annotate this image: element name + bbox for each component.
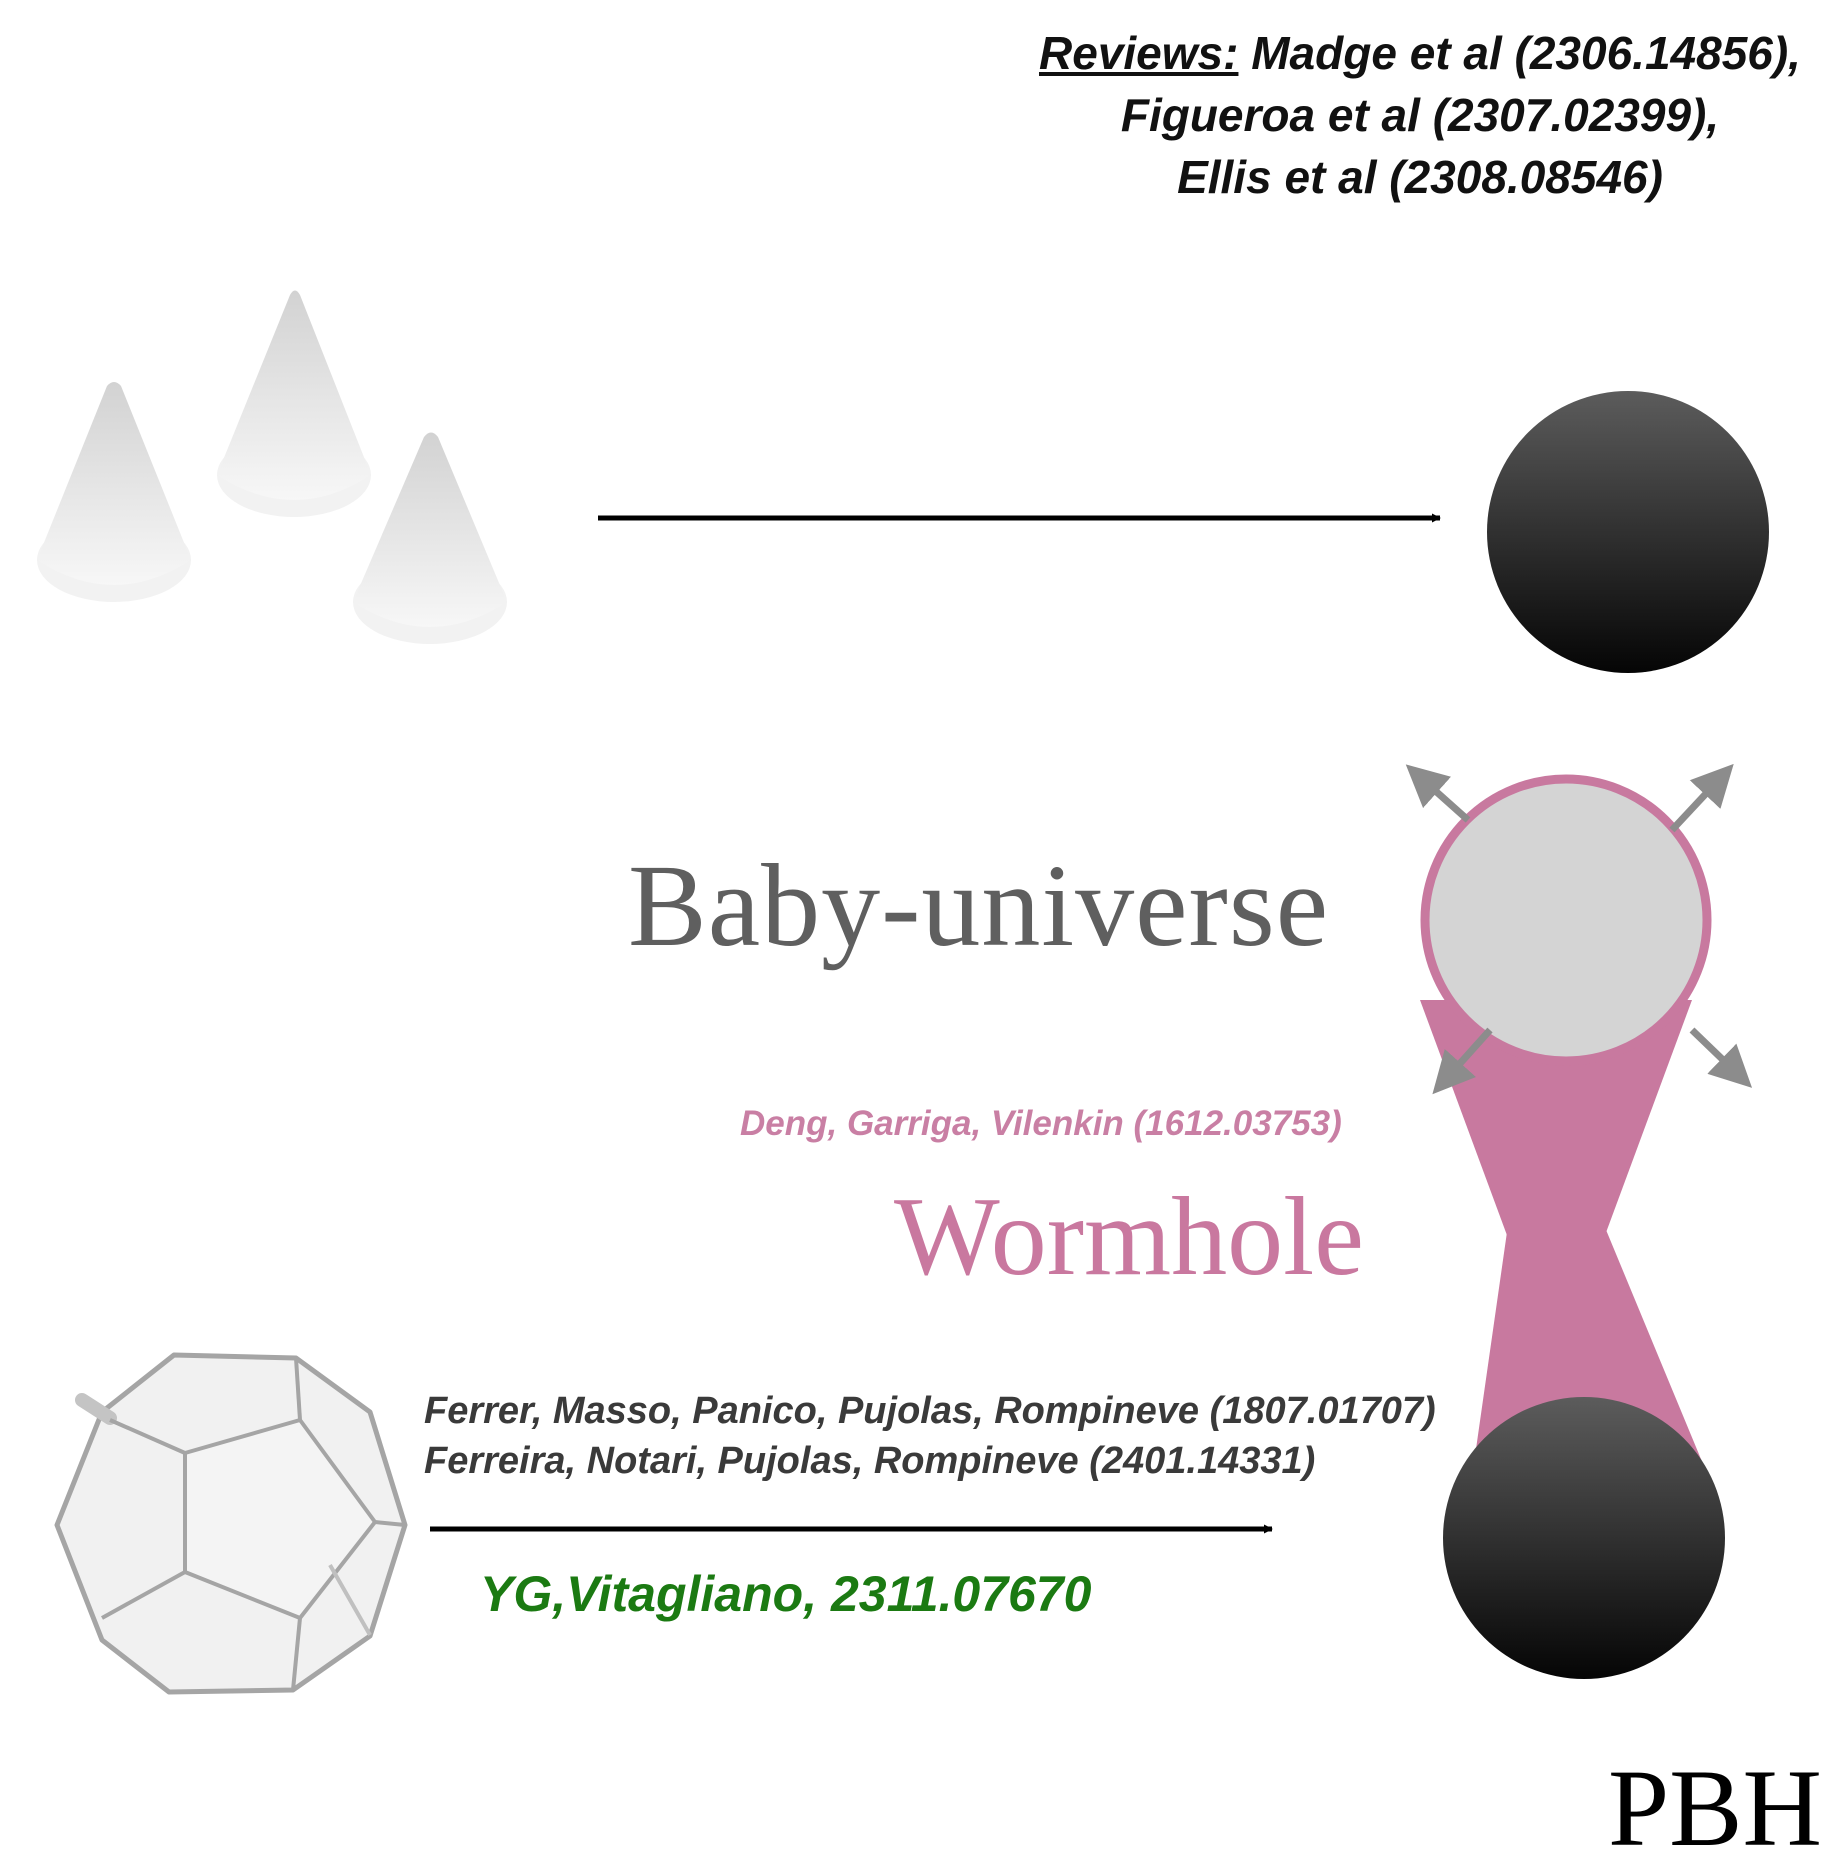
cone-right: [353, 433, 507, 645]
citation-yg: YG,Vitagliano, 2311.07670: [480, 1565, 1091, 1623]
cone-left: [37, 382, 191, 602]
baby-universe-label: Baby-universe: [628, 838, 1329, 974]
black-hole-top: [1487, 391, 1769, 673]
baby-universe-bubble: [1425, 779, 1707, 1061]
dodecahedron: [57, 1355, 405, 1692]
cone-middle: [217, 291, 371, 518]
citation-ferrer: Ferrer, Masso, Panico, Pujolas, Rompinev…: [424, 1390, 1436, 1433]
citation-ferreira: Ferreira, Notari, Pujolas, Rompineve (24…: [424, 1440, 1315, 1483]
citation-deng: Deng, Garriga, Vilenkin (1612.03753): [740, 1104, 1342, 1144]
reviews-ellis: Ellis et al (2308.08546): [1000, 146, 1840, 208]
black-hole-bottom: [1443, 1397, 1725, 1679]
reviews-block: Reviews: Madge et al (2306.14856), Figue…: [1000, 22, 1840, 208]
wormhole-label: Wormhole: [894, 1173, 1364, 1302]
pbh-label: PBH: [1608, 1745, 1822, 1872]
reviews-madge: Madge et al (2306.14856),: [1238, 27, 1801, 79]
reviews-figueroa: Figueroa et al (2307.02399),: [1000, 84, 1840, 146]
reviews-line-1: Reviews: Madge et al (2306.14856),: [1000, 22, 1840, 84]
reviews-label: Reviews:: [1039, 27, 1238, 79]
